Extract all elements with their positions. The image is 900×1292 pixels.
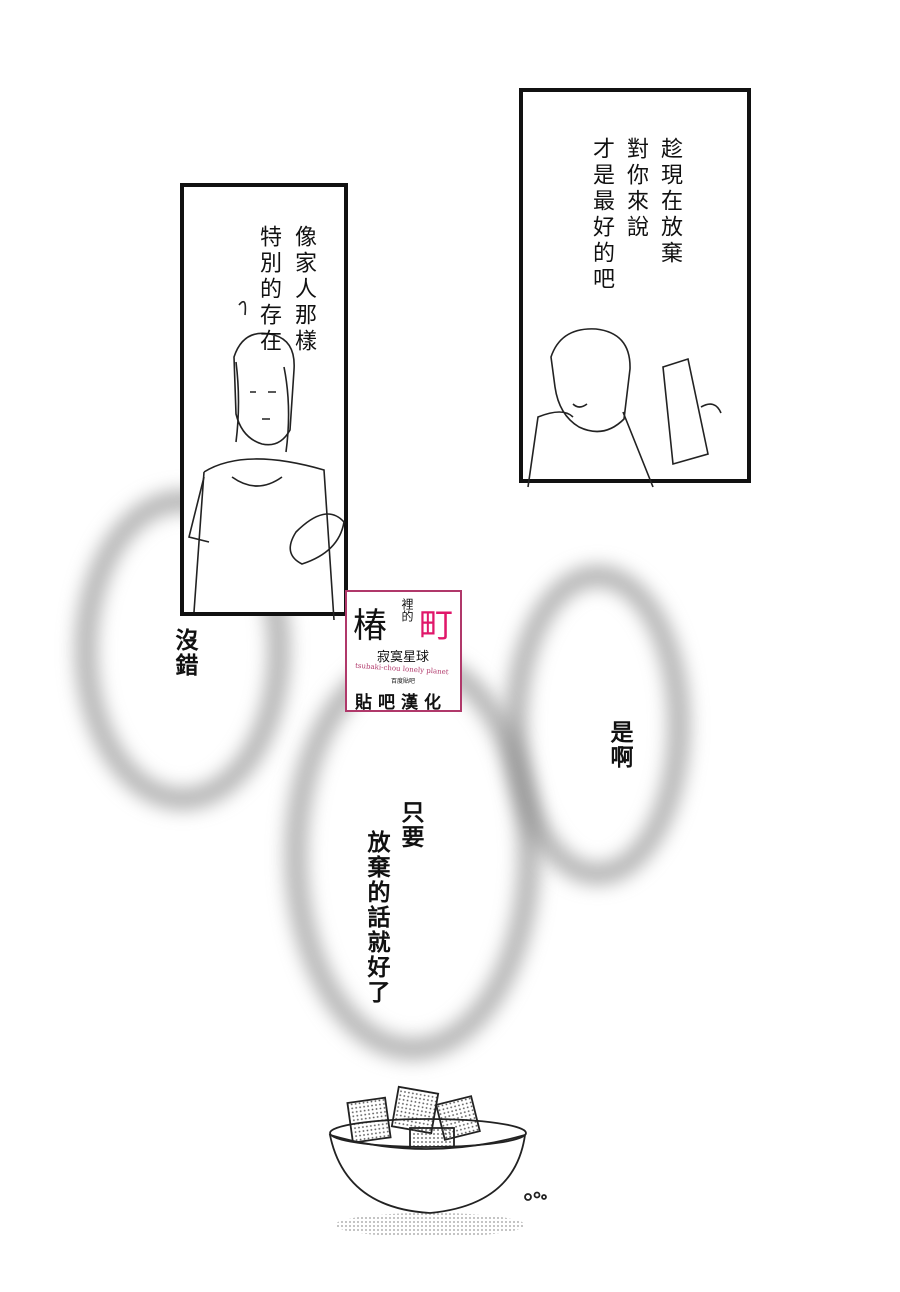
- narration-line: 趁現在放棄: [657, 137, 682, 267]
- thought-text-left: 沒錯: [171, 628, 197, 678]
- narration-line: 對你來說: [623, 137, 648, 241]
- character-holding-paper-illustration: [527, 328, 722, 488]
- manga-panel-right: 趁現在放棄 對你來說 才是最好的吧: [519, 88, 751, 488]
- logo-group: 貼吧漢化: [355, 693, 447, 713]
- narration-line: 特別的存在: [256, 225, 281, 355]
- thought-text-right: 是啊: [606, 720, 632, 770]
- character-holding-bowl-illustration: [188, 300, 345, 621]
- logo-title-end: 町: [419, 606, 453, 646]
- logo-title-main: 椿: [353, 606, 387, 646]
- manga-panel-left: 像家人那樣 特別的存在: [180, 183, 348, 621]
- narration-line: 才是最好的吧: [589, 137, 614, 293]
- logo-tiny: 百度貼吧: [391, 678, 416, 685]
- narration-line: 像家人那樣: [291, 225, 316, 355]
- scanlation-group-logo: 椿 裡的 町 寂寞星球 tsubaki-chou lonely planet 百…: [345, 590, 462, 713]
- thought-text-center-line: 放棄的話就好了: [363, 830, 389, 1005]
- logo-title-small: 裡的: [400, 598, 414, 622]
- logo-subtitle: 寂寞星球: [377, 650, 430, 665]
- thought-text-center-line: 只要: [397, 800, 423, 850]
